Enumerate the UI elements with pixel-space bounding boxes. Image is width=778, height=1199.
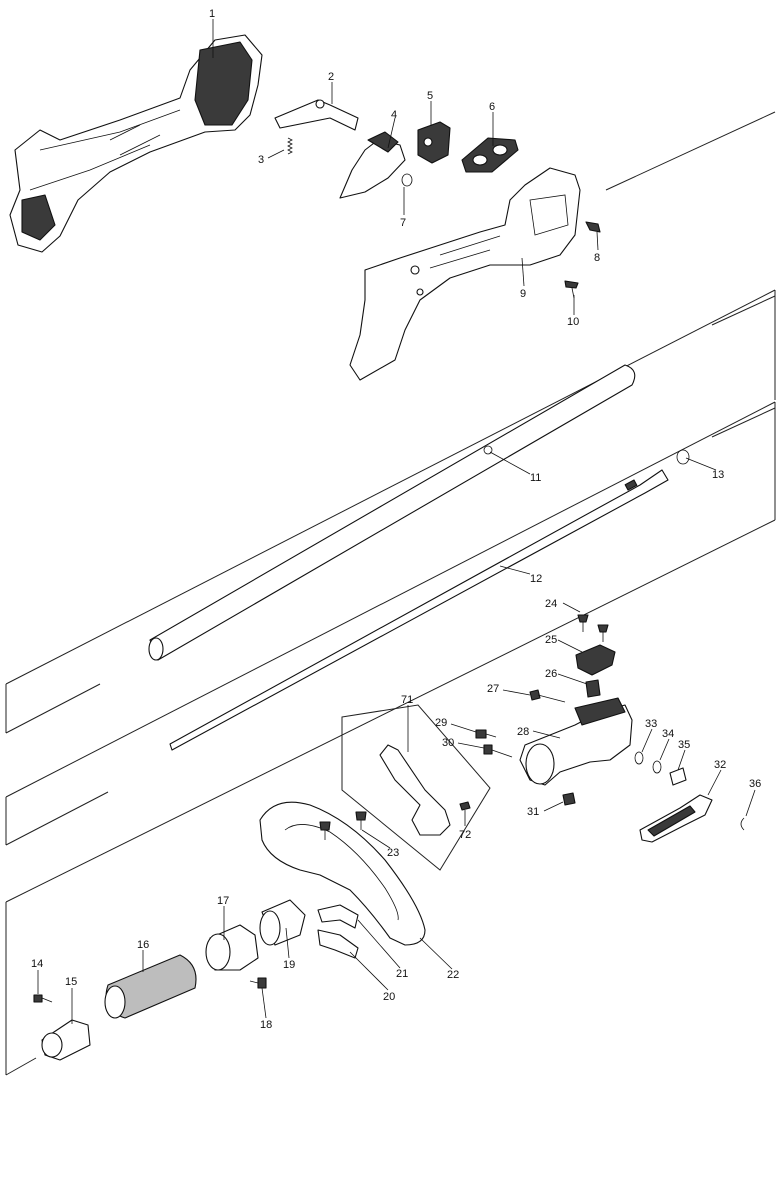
part-22-loop-handle: [259, 801, 426, 946]
part-17-holder: [205, 924, 259, 971]
part-26-nut: [585, 679, 601, 698]
part-34-ring: [652, 760, 662, 774]
callout-26: 26: [545, 668, 557, 680]
callout-27: 27: [487, 683, 499, 695]
callout-20: 20: [383, 991, 395, 1003]
callout-4: 4: [391, 109, 397, 121]
part-21-clamp-upper: [317, 904, 359, 929]
part-33-washer: [634, 751, 644, 765]
part-6-switch-cover: [461, 137, 519, 173]
part-12-drive-shaft: [169, 469, 669, 751]
callout-11: 11: [530, 472, 541, 484]
callout-10: 10: [567, 316, 579, 328]
callout-19: 19: [283, 959, 295, 971]
callout-34: 34: [662, 728, 674, 740]
callout-72: 72: [459, 829, 471, 841]
part-35-collar: [669, 767, 687, 786]
part-7-ring: [401, 173, 413, 187]
detail-box: [341, 704, 491, 871]
part-30-bolt: [483, 744, 513, 758]
part-2-throttle-lever: [274, 99, 359, 131]
leader-lines: [37, 19, 756, 1024]
part-13-ring: [676, 449, 690, 465]
part-8-screw: [585, 221, 601, 233]
callout-1: 1: [209, 8, 215, 20]
part-1-left-housing: [9, 34, 263, 253]
callout-2: 2: [328, 71, 334, 83]
callout-17: 17: [217, 895, 229, 907]
part-19-sleeve: [259, 899, 306, 946]
callout-22: 22: [447, 969, 459, 981]
part-20-clamp-lower: [317, 929, 359, 959]
callout-18: 18: [260, 1019, 272, 1031]
panel-lines: [5, 111, 776, 1076]
part-16-grip: [104, 954, 197, 1019]
callout-29: 29: [435, 717, 447, 729]
part-4-trigger: [339, 131, 406, 199]
part-36-clip: [740, 817, 745, 831]
callout-33: 33: [645, 718, 657, 730]
callout-3: 3: [258, 154, 264, 166]
part-27-bolt: [529, 689, 566, 703]
part-9-right-housing: [349, 167, 581, 381]
callout-23: 23: [387, 847, 399, 859]
callout-21: 21: [396, 968, 408, 980]
callout-30: 30: [442, 737, 454, 749]
part-18-screw: [249, 977, 267, 989]
callout-28: 28: [517, 726, 529, 738]
part-23-screw: [319, 811, 367, 840]
callout-9: 9: [520, 288, 526, 300]
callout-24: 24: [545, 598, 557, 610]
part-31-nut: [562, 792, 576, 806]
part-29-screw: [475, 729, 497, 739]
part-24-screw: [577, 614, 609, 642]
callout-15: 15: [65, 976, 77, 988]
part-15-end-cap: [41, 1019, 91, 1061]
part-28-clamp-housing: [519, 697, 633, 786]
callout-12: 12: [530, 573, 542, 585]
callout-36: 36: [749, 778, 761, 790]
callout-labels: 1 2 3 4 5 6 7 8 9 10 11 12 13 14 15 16 1…: [31, 8, 761, 1031]
part-10-screw: [564, 280, 579, 299]
callout-16: 16: [137, 939, 149, 951]
callout-71: 71: [401, 694, 413, 706]
part-3-spring: [287, 137, 293, 155]
callout-6: 6: [489, 101, 495, 113]
callout-7: 7: [400, 217, 406, 229]
part-25-clamp-cap: [575, 644, 616, 676]
callout-35: 35: [678, 739, 690, 751]
part-11-shaft-tube: [148, 364, 636, 661]
part-72-screw: [459, 801, 471, 811]
part-71-lever-assembly: [379, 744, 451, 836]
part-14-screw: [33, 994, 53, 1003]
part-32-clamp-lever: [639, 794, 713, 843]
callout-31: 31: [527, 806, 539, 818]
callout-32: 32: [714, 759, 726, 771]
callout-25: 25: [545, 634, 557, 646]
callout-8: 8: [594, 252, 600, 264]
callout-5: 5: [427, 90, 433, 102]
part-5-switch: [417, 121, 451, 164]
callout-14: 14: [31, 958, 43, 970]
callout-13: 13: [712, 469, 724, 481]
